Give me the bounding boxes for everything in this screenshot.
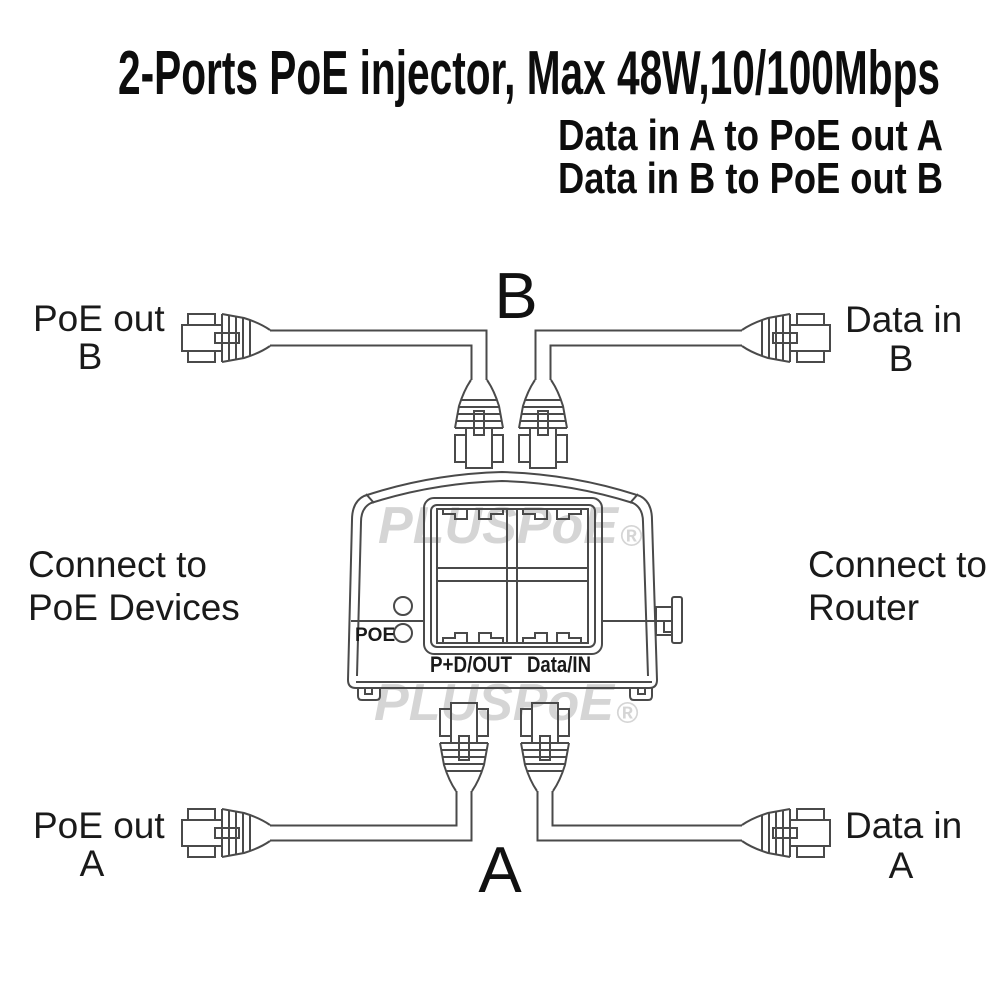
- note-connect-to-router: Connect to Router: [808, 544, 987, 628]
- rj45-plug-poe-out-b: [181, 313, 271, 363]
- rj45-plug-data-in-a: [741, 808, 831, 858]
- port-bezel-outer: [423, 497, 603, 655]
- led-label-poe: POE: [355, 625, 395, 646]
- port-label-data-in: Data/IN: [527, 652, 591, 677]
- port-label-poe-out: P+D/OUT: [430, 652, 512, 677]
- cable-a-right: [536, 791, 742, 842]
- label-data-in-a-letter: A: [889, 845, 914, 886]
- port-notches: [442, 509, 582, 643]
- device-inner-line: [356, 479, 649, 677]
- label-poe-out-b-text: PoE out: [33, 298, 165, 339]
- cable-b-right: [534, 329, 742, 380]
- device-foot-right: [629, 688, 653, 701]
- label-poe-out-b-letter: B: [78, 336, 103, 377]
- watermark-registered-icon: ®: [620, 520, 643, 553]
- cable-a-left: [270, 791, 473, 842]
- device-foot-left-notch: [364, 688, 373, 695]
- port-window: [436, 508, 589, 644]
- label-data-in-b-letter: B: [889, 338, 914, 379]
- subtitle-line-1: Data in A to PoE out A: [558, 111, 943, 160]
- label-data-in-b: Data in B: [845, 299, 962, 379]
- power-led: [393, 596, 413, 616]
- note-right-line-1: Connect to: [808, 544, 987, 585]
- watermark-brand-text: PLUSPoE: [378, 497, 619, 555]
- dc-jack: [655, 596, 683, 644]
- shoulder-tick-left: [365, 493, 375, 504]
- rj45-plug-into-data-in-port-b: [518, 379, 568, 469]
- note-left-line-1: Connect to: [28, 544, 207, 585]
- rj45-plug-into-poe-out-port-b: [454, 379, 504, 469]
- subtitle-line-2: Data in B to PoE out B: [558, 154, 943, 203]
- device-foot-right-notch: [637, 688, 646, 695]
- page-title: 2-Ports PoE injector, Max 48W,10/100Mbps: [118, 39, 940, 108]
- cable-b-letter: B: [494, 259, 537, 332]
- port-bezel-inner: [430, 504, 596, 648]
- label-poe-out-a: PoE out A: [33, 805, 165, 884]
- note-right-line-2: Router: [808, 587, 919, 628]
- label-data-in-a: Data in A: [845, 805, 962, 886]
- label-poe-out-b: PoE out B: [33, 298, 165, 377]
- label-data-in-a-text: Data in: [845, 805, 962, 846]
- watermark-registered-icon: ®: [616, 697, 639, 730]
- device-outline: [346, 470, 659, 689]
- brand-watermark-top: PLUSPoE ®: [378, 497, 643, 555]
- cable-b-left: [270, 329, 488, 380]
- device-foot-left: [357, 688, 381, 701]
- note-left-line-2: PoE Devices: [28, 587, 240, 628]
- label-poe-out-a-text: PoE out: [33, 805, 165, 846]
- note-connect-to-poe-devices: Connect to PoE Devices: [28, 544, 240, 628]
- rj45-plug-poe-out-a: [181, 808, 271, 858]
- cable-a-letter: A: [478, 833, 522, 906]
- poe-led: [393, 623, 413, 643]
- rj45-plug-data-in-b: [741, 313, 831, 363]
- brand-watermark-bottom: PLUSPoE ®: [374, 674, 639, 732]
- label-poe-out-a-letter: A: [80, 843, 105, 884]
- injector-device: [346, 470, 683, 701]
- watermark-brand-text: PLUSPoE: [374, 674, 615, 732]
- shoulder-tick-right: [629, 493, 639, 504]
- label-data-in-b-text: Data in: [845, 299, 962, 340]
